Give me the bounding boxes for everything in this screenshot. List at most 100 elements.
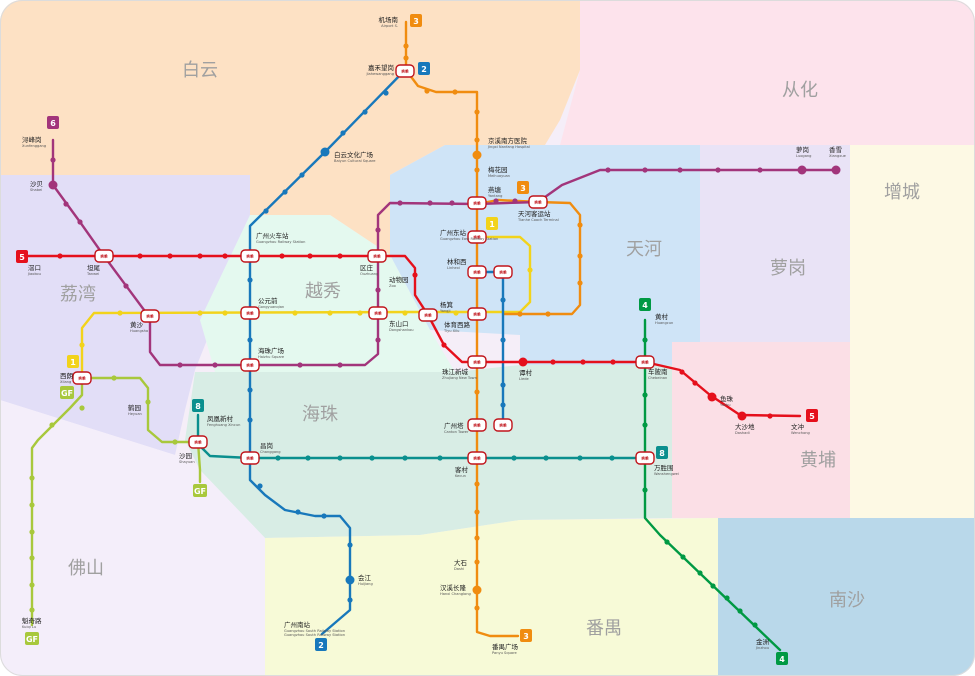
svg-text:Meihuayuan: Meihuayuan	[488, 174, 510, 178]
station-dots	[29, 43, 773, 628]
svg-text:动物园: 动物园	[389, 275, 409, 284]
svg-text:Guangzhou East Railway Station: Guangzhou East Railway Station	[440, 237, 498, 241]
interchange-linhexi: 换乘	[467, 265, 487, 279]
svg-text:黄沙: 黄沙	[130, 320, 144, 329]
svg-text:Wanshengwei: Wanshengwei	[654, 472, 679, 476]
region-haizhu	[185, 365, 672, 538]
svg-text:金洲: 金洲	[756, 637, 769, 646]
svg-text:梅花园: 梅花园	[488, 165, 508, 174]
svg-text:换乘: 换乘	[534, 200, 542, 205]
svg-text:沙园: 沙园	[179, 452, 192, 460]
region-nansha	[718, 518, 975, 676]
region-panyu	[265, 518, 718, 676]
svg-text:东山口: 东山口	[389, 319, 409, 328]
district-label-luogang: 萝岗	[770, 258, 806, 279]
svg-text:Linhexi: Linhexi	[447, 266, 460, 270]
svg-text:Zhujiang New Town: Zhujiang New Town	[442, 376, 477, 380]
svg-text:Liede: Liede	[519, 377, 529, 381]
svg-text:体育西路: 体育西路	[444, 320, 471, 329]
svg-text:Xunfenggang: Xunfenggang	[22, 144, 46, 148]
svg-text:3: 3	[520, 184, 526, 193]
svg-text:林和西: 林和西	[447, 257, 467, 266]
svg-text:换乘: 换乘	[100, 254, 108, 259]
district-label-nansha: 南沙	[829, 590, 865, 611]
interchange-tianhekeyun: 换乘	[528, 195, 548, 209]
district-label-tianhe: 天河	[626, 239, 662, 260]
svg-text:万胜围: 万胜围	[654, 463, 674, 472]
interchange-xilang: 换乘	[72, 371, 92, 385]
svg-text:GF: GF	[26, 635, 38, 644]
interchange-tanwei: 换乘	[94, 249, 114, 263]
interchange-guangzhoudong: 换乘	[467, 230, 487, 244]
svg-text:5: 5	[19, 253, 25, 262]
district-label-liwan: 荔湾	[60, 284, 96, 305]
svg-text:Jiaokou: Jiaokou	[27, 272, 41, 276]
svg-text:换乘: 换乘	[373, 254, 381, 259]
badge-line3-tianhe: 3	[517, 181, 529, 194]
svg-text:珠江新城: 珠江新城	[442, 367, 469, 376]
line-2	[248, 68, 407, 636]
svg-text:大石: 大石	[454, 558, 468, 567]
svg-text:Guangzhou South Railway Statio: Guangzhou South Railway Station	[284, 633, 345, 637]
line-badges: 3 2 6 5 3 1 1 GF 8 GF GF 2 3 4 5 8 4	[16, 14, 818, 665]
svg-text:Canton Tower: Canton Tower	[444, 430, 469, 434]
interchange-guangzhouta-apm: 换乘	[493, 418, 513, 432]
interchange-zhujiangxincheng: 换乘	[467, 355, 487, 369]
badge-line5-east: 5	[806, 409, 818, 422]
svg-text:黄村: 黄村	[655, 312, 669, 321]
region-baiyun	[0, 0, 580, 255]
svg-text:昌岗: 昌岗	[260, 442, 273, 450]
svg-text:2: 2	[421, 65, 427, 74]
svg-text:区庄: 区庄	[360, 263, 374, 272]
svg-text:Chebeinan: Chebeinan	[648, 376, 667, 380]
svg-text:4: 4	[642, 301, 648, 310]
line-4	[643, 318, 782, 652]
svg-text:凤凰新村: 凤凰新村	[207, 414, 234, 423]
svg-text:魁奇路: 魁奇路	[22, 616, 42, 625]
svg-text:Tiyu Xilu: Tiyu Xilu	[443, 329, 459, 333]
district-label-conghua: 从化	[782, 80, 818, 101]
badge-gf-shayuan: GF	[193, 484, 207, 497]
major-station-dots	[48, 147, 841, 595]
svg-text:香雪: 香雪	[829, 145, 842, 154]
svg-text:沙贝: 沙贝	[30, 180, 43, 188]
svg-text:换乘: 换乘	[401, 69, 409, 74]
svg-text:广州火车站: 广州火车站	[256, 231, 289, 240]
badge-line3-north: 3	[410, 14, 422, 27]
district-label-zengcheng: 增城	[884, 182, 920, 203]
interchange-markers: 换乘 换乘 换乘 换乘 换乘 换乘 换乘 换乘 换乘 换乘 换乘 换乘 换乘 换…	[72, 64, 655, 465]
svg-text:换乘: 换乘	[641, 456, 649, 461]
svg-text:Xilang: Xilang	[60, 380, 71, 384]
svg-text:Xiangxue: Xiangxue	[829, 154, 847, 158]
svg-text:Fenghuang Xincun: Fenghuang Xincun	[207, 423, 240, 427]
svg-text:Huijiang: Huijiang	[358, 582, 373, 586]
svg-text:GF: GF	[194, 487, 206, 496]
svg-text:换乘: 换乘	[424, 313, 432, 318]
svg-text:文冲: 文冲	[791, 422, 805, 431]
svg-text:换乘: 换乘	[246, 254, 254, 259]
svg-text:广州东站: 广州东站	[440, 228, 467, 237]
svg-text:GF: GF	[61, 389, 73, 398]
badge-line8-east: 8	[656, 446, 668, 459]
region-luogang	[700, 145, 850, 342]
svg-text:换乘: 换乘	[473, 270, 481, 275]
svg-text:1: 1	[489, 220, 495, 229]
